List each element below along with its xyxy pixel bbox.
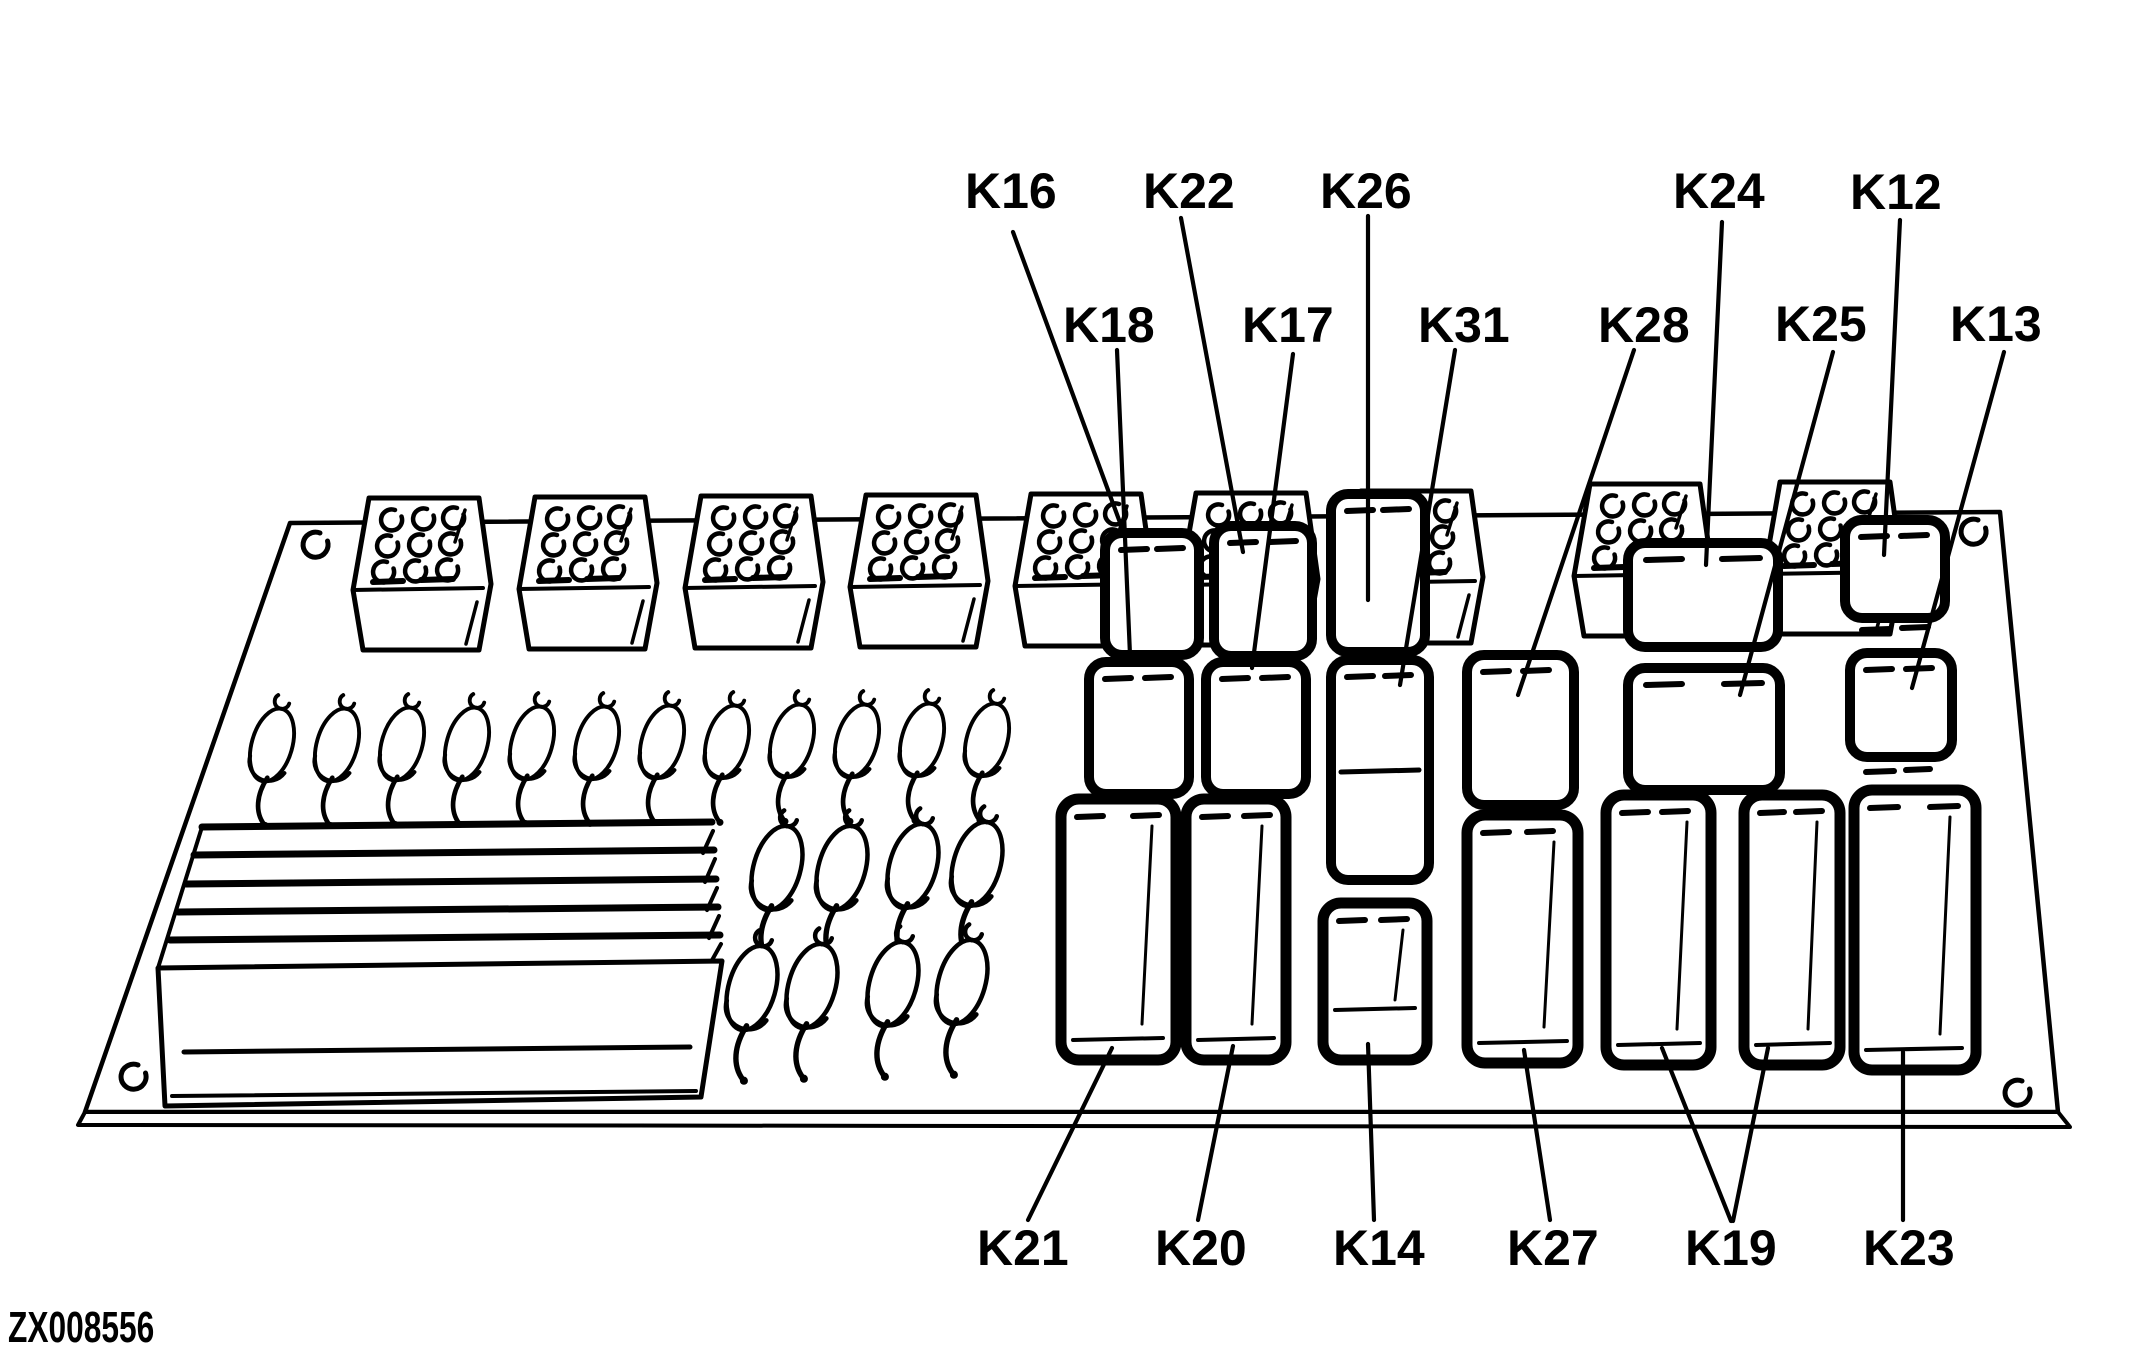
relay-label-k25: K25 xyxy=(1775,296,1867,352)
relay-k24 xyxy=(1623,538,1783,652)
leader-k17 xyxy=(1249,351,1296,671)
relay-label-k20: K20 xyxy=(1155,1220,1247,1276)
connector-block-icon xyxy=(685,496,823,648)
connector-block-icon xyxy=(850,495,988,647)
relay-k25 xyxy=(1623,663,1785,795)
relay-k16 xyxy=(1100,528,1204,660)
relay-k20 xyxy=(1180,793,1292,1066)
relay-label-k14: K14 xyxy=(1333,1220,1425,1276)
relay-k26 xyxy=(1326,489,1430,657)
leader-k25 xyxy=(1737,349,1836,698)
relay-k18 xyxy=(1084,657,1194,799)
leader-k12 xyxy=(1881,217,1903,558)
leader-k18 xyxy=(1114,347,1133,658)
leader-k20 xyxy=(1195,1043,1236,1223)
leader-k13 xyxy=(1909,349,2007,691)
leader-k24 xyxy=(1703,219,1725,568)
relay-label-k18: K18 xyxy=(1063,297,1155,353)
leader-k19-left xyxy=(1659,1045,1734,1224)
relay-label-k21: K21 xyxy=(977,1220,1069,1276)
relay-label-k27: K27 xyxy=(1507,1220,1599,1276)
relay-label-k13: K13 xyxy=(1950,296,2042,352)
relay-k12 xyxy=(1840,515,1950,633)
relay-k21 xyxy=(1055,793,1182,1066)
relay-label-k24: K24 xyxy=(1673,163,1765,219)
relay-k23 xyxy=(1848,784,1982,1076)
leader-k14 xyxy=(1365,1041,1377,1223)
leader-k22 xyxy=(1178,215,1246,555)
figure-code: ZX008556 xyxy=(8,1303,155,1352)
heatsink xyxy=(155,818,725,1109)
relay-label-k23: K23 xyxy=(1863,1220,1955,1276)
relay-label-k26: K26 xyxy=(1320,163,1412,219)
relay-k27 xyxy=(1461,809,1584,1069)
leader-k28 xyxy=(1515,347,1637,698)
relay-k19-left xyxy=(1600,789,1717,1071)
relay-k14 xyxy=(1317,897,1433,1066)
relay-k17 xyxy=(1201,657,1311,799)
leader-k21 xyxy=(1025,1045,1115,1223)
relay-k19-right xyxy=(1738,789,1846,1071)
leader-k27 xyxy=(1521,1047,1553,1223)
connector-block-icon xyxy=(353,498,491,650)
leader-k31 xyxy=(1397,347,1458,688)
leader-k16 xyxy=(1010,229,1125,531)
relay-label-k28: K28 xyxy=(1598,297,1690,353)
relay-k28 xyxy=(1462,650,1579,810)
leader-k19-right xyxy=(1730,1045,1771,1224)
relay-k31 xyxy=(1326,655,1434,885)
relay-label-k22: K22 xyxy=(1143,163,1235,219)
relay-label-k12: K12 xyxy=(1850,164,1942,220)
connector-block-icon xyxy=(519,497,657,649)
relay-label-k16: K16 xyxy=(965,163,1057,219)
relay-label-k31: K31 xyxy=(1418,297,1510,353)
relay-k13 xyxy=(1845,648,1957,775)
leader-lines xyxy=(1010,213,2007,1224)
relay-label-k17: K17 xyxy=(1242,297,1334,353)
relay-label-k19: K19 xyxy=(1685,1220,1777,1276)
